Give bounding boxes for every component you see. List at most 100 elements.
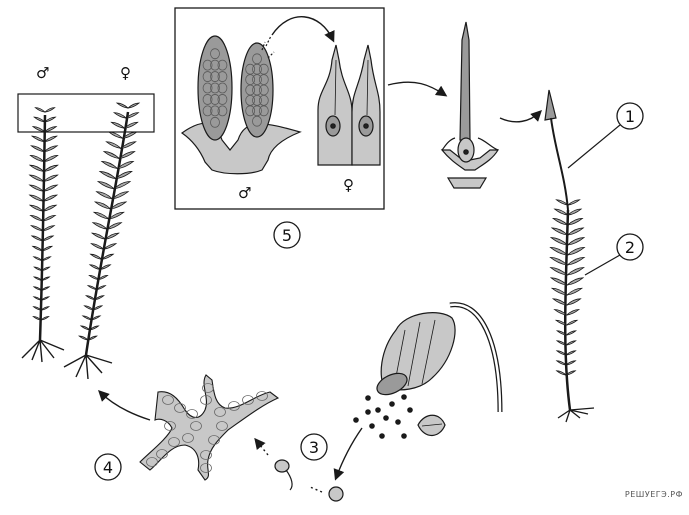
moss-leaf <box>111 122 124 128</box>
moss-leaf <box>43 195 57 201</box>
moss-leaf <box>41 317 49 320</box>
spore-capsule <box>374 305 500 436</box>
moss-leaf <box>568 238 584 245</box>
spore <box>395 419 401 425</box>
moss-leaf <box>44 136 56 142</box>
svg-text:1: 1 <box>625 107 635 126</box>
moss-leaf <box>43 215 55 221</box>
svg-text:4: 4 <box>103 458 113 477</box>
callout-2: 2 <box>585 234 643 275</box>
arrow-to-protonema <box>256 440 268 455</box>
male-symbol: ♂ <box>36 64 49 82</box>
arrow-to-mature-sporophyte <box>500 112 540 122</box>
moss-leaf <box>34 257 43 261</box>
moss-leaf <box>568 228 584 235</box>
spore <box>389 401 395 407</box>
archegonia <box>318 45 380 165</box>
moss-leaf <box>45 108 55 112</box>
moss-leaf <box>567 309 579 315</box>
male-gametophyte-plant <box>22 108 64 362</box>
moss-leaf <box>566 331 575 335</box>
callout-1: 1 <box>568 103 643 168</box>
moss-leaf <box>104 152 119 159</box>
arrow-to-zygote <box>388 82 445 95</box>
moss-leaf <box>30 175 44 181</box>
svg-text:3: 3 <box>309 438 319 457</box>
germinating-spores <box>275 460 343 501</box>
spore <box>401 394 407 400</box>
moss-leaf <box>88 286 97 290</box>
moss-leaf <box>550 247 567 255</box>
moss-leaf <box>557 371 566 375</box>
moss-leaf <box>30 185 44 191</box>
plant-top-highlight-box <box>18 94 154 132</box>
moss-leaf <box>567 267 584 275</box>
spore <box>401 433 407 439</box>
moss-leaf <box>567 278 583 285</box>
moss-leaf <box>79 336 88 340</box>
moss-leaf <box>94 212 109 219</box>
moss-leaf <box>568 209 581 215</box>
moss-leaf <box>106 142 121 149</box>
moss-leaf <box>100 171 116 178</box>
moss-leaf <box>551 267 568 275</box>
antheridia <box>182 36 300 174</box>
moss-leaf <box>117 103 128 108</box>
arrow-antheridia-to-archegonia <box>272 17 333 40</box>
moss-leaf <box>44 146 57 152</box>
moss-leaf <box>81 326 90 330</box>
arrow-protonema-to-gametophytes <box>100 392 150 420</box>
moss-leaf <box>43 226 55 231</box>
moss-leaf <box>33 246 43 250</box>
svg-text:5: 5 <box>282 226 292 245</box>
moss-leaf <box>568 200 580 205</box>
moss-leaf <box>92 233 105 239</box>
moss-leaf <box>31 226 43 231</box>
callout-4: 4 <box>95 454 121 480</box>
moss-leaf <box>90 265 100 270</box>
moss-leaf <box>568 218 583 225</box>
moss-leaf <box>32 136 44 142</box>
moss-leaf <box>43 205 56 211</box>
moss-leaf <box>43 185 57 191</box>
moss-leaf <box>45 117 56 122</box>
young-sporophyte-in-archegonium <box>442 22 498 188</box>
released-spores <box>353 394 413 439</box>
moss-leaf <box>34 117 45 122</box>
moss-leaf <box>43 236 54 241</box>
moss-leaf <box>86 296 95 300</box>
arrow-dots-to-spore <box>310 487 322 492</box>
moss-leaf <box>566 341 575 345</box>
spore <box>365 395 371 401</box>
moss-leaf <box>30 215 42 221</box>
moss-leaf <box>35 108 45 112</box>
moss-leaf <box>31 146 44 152</box>
spore <box>353 417 359 423</box>
moss-leaf <box>102 161 118 168</box>
moss-leaf <box>32 236 43 241</box>
moss-leaf <box>97 192 113 199</box>
moss-leaf <box>30 195 44 201</box>
female-gametophyte-plant <box>64 103 139 379</box>
spore <box>407 407 413 413</box>
svg-text:2: 2 <box>625 238 635 257</box>
moss-leaf <box>555 209 568 215</box>
spore <box>379 433 385 439</box>
moss-leaf <box>551 238 567 245</box>
moss-leaf <box>45 127 57 132</box>
moss-leaf <box>91 254 102 259</box>
moss-leaf <box>95 202 110 209</box>
moss-leaf <box>553 218 568 225</box>
moss-leaf <box>552 228 568 235</box>
moss-leaf <box>566 351 575 355</box>
moss-leaf <box>30 205 43 211</box>
moss-leaf <box>98 182 114 189</box>
moss-leaf <box>567 299 581 305</box>
moss-leaf <box>567 320 578 325</box>
moss-leaf <box>109 132 123 138</box>
spore <box>375 407 381 413</box>
moss-leaf <box>83 316 92 320</box>
moss-leaf <box>567 247 584 255</box>
moss-leaf <box>44 175 58 181</box>
